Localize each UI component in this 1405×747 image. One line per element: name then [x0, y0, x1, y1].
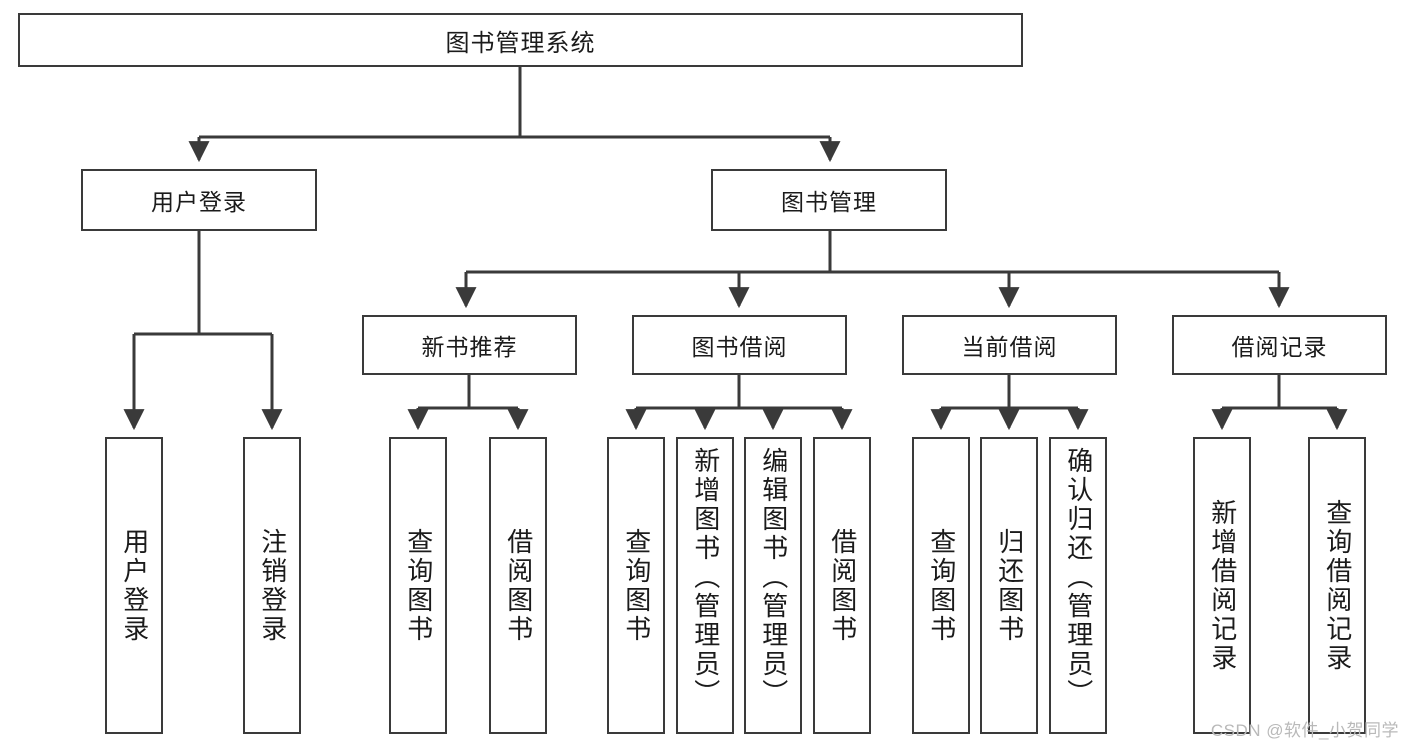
leaf-label: 新增图书（管理员）	[690, 447, 721, 708]
leaf-borrow-record-add[interactable]: 新增借阅记录	[1193, 437, 1251, 734]
node-borrow-record[interactable]: 借阅记录	[1172, 315, 1387, 375]
leaf-book-borrow-query[interactable]: 查询图书	[607, 437, 665, 734]
leaf-book-borrow-edit[interactable]: 编辑图书（管理员）	[744, 437, 802, 734]
leaf-current-borrow-query[interactable]: 查询图书	[912, 437, 970, 734]
leaf-current-borrow-return[interactable]: 归还图书	[980, 437, 1038, 734]
leaf-label: 查询图书	[403, 527, 434, 644]
node-new-book-recommend[interactable]: 新书推荐	[362, 315, 577, 375]
watermark: CSDN @软件_小贺同学	[1210, 721, 1399, 740]
node-label: 图书管理系统	[445, 29, 596, 57]
leaf-label: 注销登录	[257, 527, 288, 644]
leaf-new-book-query[interactable]: 查询图书	[389, 437, 447, 734]
leaf-user-login-logout[interactable]: 注销登录	[243, 437, 301, 734]
node-label: 图书管理	[781, 189, 877, 215]
leaf-user-login-login[interactable]: 用户登录	[105, 437, 163, 734]
leaf-label: 新增借阅记录	[1207, 498, 1238, 673]
leaf-label: 查询图书	[926, 527, 957, 644]
leaf-label: 查询借阅记录	[1322, 498, 1353, 673]
node-user-login[interactable]: 用户登录	[81, 169, 317, 231]
node-book-management[interactable]: 图书管理	[711, 169, 947, 231]
node-book-borrow[interactable]: 图书借阅	[632, 315, 847, 375]
node-label: 借阅记录	[1231, 334, 1328, 360]
node-label: 当前借阅	[961, 334, 1058, 360]
leaf-label: 借阅图书	[503, 527, 534, 644]
leaf-book-borrow-add[interactable]: 新增图书（管理员）	[676, 437, 734, 734]
leaf-new-book-borrow[interactable]: 借阅图书	[489, 437, 547, 734]
node-label: 新书推荐	[421, 334, 518, 360]
node-root-system[interactable]: 图书管理系统	[18, 13, 1023, 67]
leaf-label: 用户登录	[119, 527, 150, 644]
leaf-label: 确认归还（管理员）	[1063, 447, 1094, 708]
leaf-current-borrow-confirm-return[interactable]: 确认归还（管理员）	[1049, 437, 1107, 734]
leaf-label: 借阅图书	[827, 527, 858, 644]
leaf-label: 归还图书	[994, 527, 1025, 644]
leaf-book-borrow-borrow[interactable]: 借阅图书	[813, 437, 871, 734]
node-label: 用户登录	[151, 189, 247, 215]
node-current-borrow[interactable]: 当前借阅	[902, 315, 1117, 375]
leaf-label: 编辑图书（管理员）	[758, 447, 789, 708]
leaf-borrow-record-query[interactable]: 查询借阅记录	[1308, 437, 1366, 734]
leaf-label: 查询图书	[621, 527, 652, 644]
node-label: 图书借阅	[691, 334, 788, 360]
